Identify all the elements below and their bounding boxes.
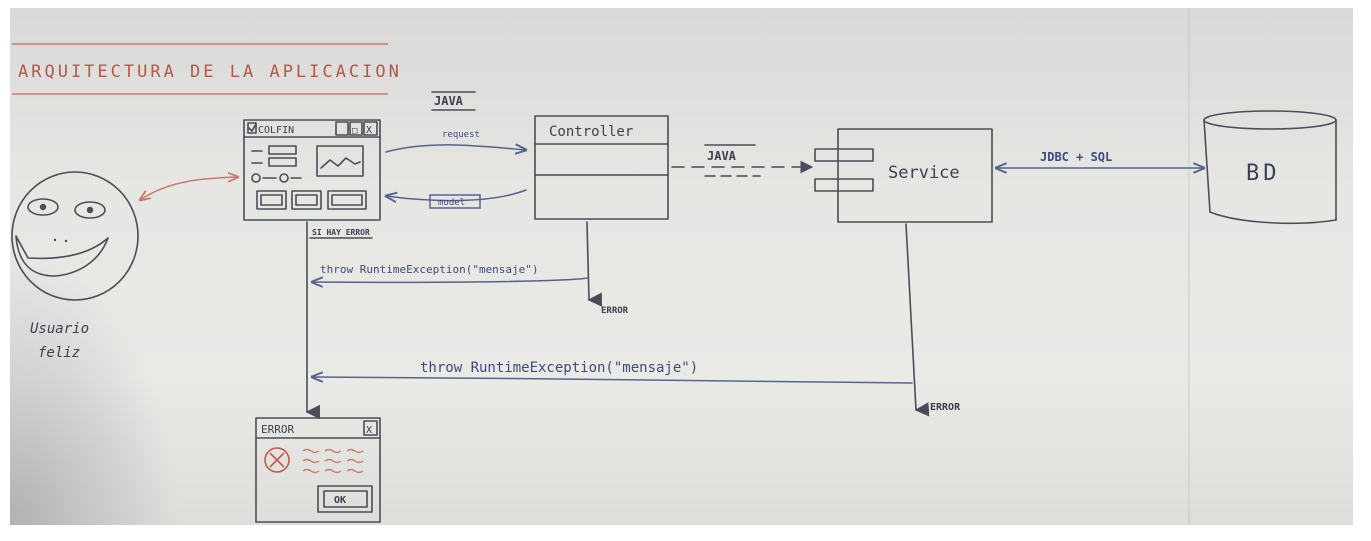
app-window: COLFIN _ □ X <box>243 119 381 221</box>
model-label: model <box>438 198 465 208</box>
database-label: BD <box>1246 161 1281 186</box>
service-error-label: ERROR <box>930 402 961 413</box>
photo-border-top <box>0 0 1371 8</box>
photo-border-bottom <box>0 525 1371 541</box>
controller-label: Controller <box>549 124 633 140</box>
page-title: ARQUITECTURA DE LA APLICACION <box>18 62 402 82</box>
title-block: ARQUITECTURA DE LA APLICACION <box>12 43 402 95</box>
photo-border-right <box>1353 0 1371 541</box>
request-arrow <box>385 145 526 152</box>
minimize-icon: _ <box>339 126 345 136</box>
jdbc-label: JDBC + SQL <box>1040 150 1112 164</box>
user-app-arrow <box>140 177 238 200</box>
maximize-icon: □ <box>352 126 358 136</box>
request-label: request <box>442 130 480 140</box>
board-shadow <box>10 250 180 525</box>
error-dialog-title: ERROR <box>261 423 294 436</box>
board-seam <box>1188 8 1190 525</box>
database-icon: BD <box>1203 110 1337 225</box>
java-mid-label: JAVA <box>707 149 737 163</box>
service-label: Service <box>888 163 960 183</box>
service-error-arrow <box>905 223 930 417</box>
si-hay-error-label: SI HAY ERROR <box>312 228 370 237</box>
java-top-label: JAVA <box>434 94 464 108</box>
controller-error-label: ERROR <box>601 306 629 316</box>
error-dialog-close-icon: X <box>366 425 372 436</box>
error-x-icon <box>264 447 290 473</box>
service-box: Service <box>814 128 993 223</box>
close-icon: X <box>366 125 372 136</box>
app-window-title: COLFIN <box>258 125 294 136</box>
controller-box: Controller <box>534 115 669 220</box>
throw-controller-label: throw RuntimeException("mensaje") <box>320 263 539 276</box>
throw-service-arrow <box>312 377 913 384</box>
photo-border-left <box>0 0 10 541</box>
throw-controller-arrow <box>312 278 589 282</box>
user-label-line2: feliz <box>38 345 80 361</box>
model-arrow <box>386 189 527 201</box>
ok-button-label: OK <box>334 495 346 506</box>
controller-error-arrow <box>586 221 603 307</box>
error-dialog: ERROR X OK <box>255 417 381 523</box>
user-label-line1: Usuario <box>30 321 89 337</box>
happy-user-icon <box>11 171 139 301</box>
throw-service-label: throw RuntimeException("mensaje") <box>420 360 698 376</box>
